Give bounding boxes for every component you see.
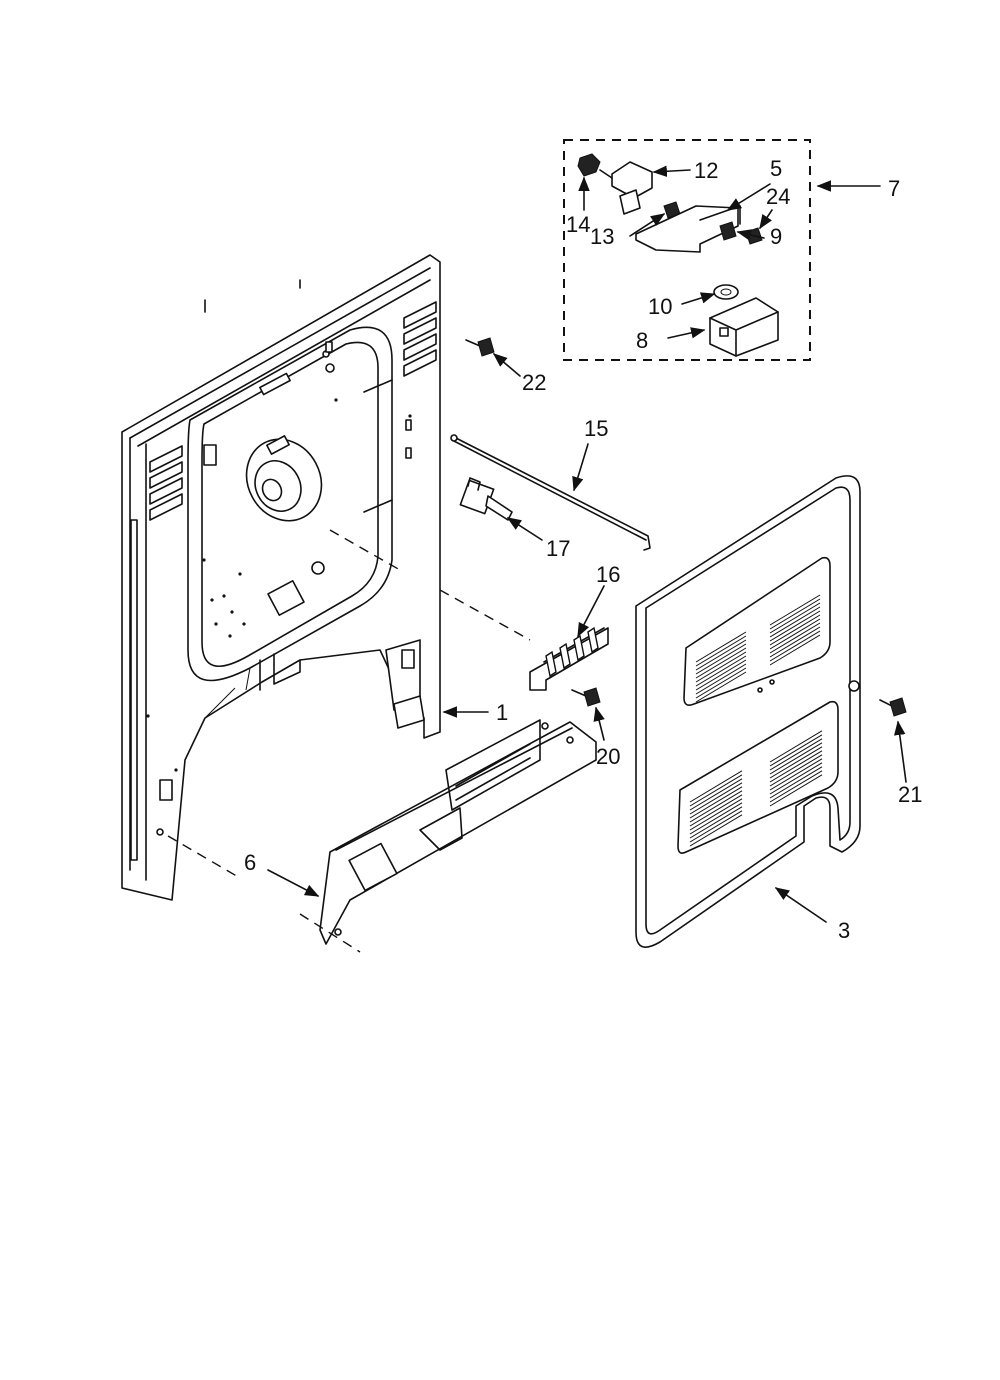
grille-slot [695, 663, 747, 695]
grille-slot [689, 810, 743, 843]
grille-slot [769, 610, 821, 642]
rear-panel-part-1 [121, 254, 441, 901]
grille-slot [769, 634, 821, 666]
callout-15: 15 [584, 416, 608, 441]
grille-slot [769, 626, 821, 658]
screw-part-20 [571, 687, 601, 707]
lower-vent-grille [677, 700, 839, 854]
grille-slot [695, 639, 747, 671]
grille-slot [689, 790, 743, 823]
callout-14: 14 [566, 212, 590, 237]
callout-1: 1 [496, 700, 508, 725]
callout-10: 10 [648, 294, 672, 319]
callout-8: 8 [636, 328, 648, 353]
callout-5: 5 [770, 156, 782, 181]
callout-9: 9 [770, 224, 782, 249]
grille-slot [769, 598, 821, 630]
callout-20: 20 [596, 744, 620, 769]
grille-slot [769, 606, 821, 638]
grille-slot [769, 730, 823, 763]
grille-slot [695, 671, 747, 703]
connector-part-17 [459, 477, 513, 521]
callout-13: 13 [590, 224, 614, 249]
grille-slot [769, 746, 823, 779]
callout-17: 17 [546, 536, 570, 561]
grille-slot [769, 602, 821, 634]
grommet-part-10 [713, 284, 739, 300]
callout-labels: 1 3 5 6 7 8 9 10 12 13 14 15 16 17 20 21… [244, 156, 922, 943]
grille-slot [689, 782, 743, 815]
housing-part-8 [709, 297, 779, 357]
grille-slot [769, 766, 823, 799]
terminal-block-part-16 [529, 626, 609, 691]
screw-part-22 [465, 337, 495, 357]
callout-22: 22 [522, 370, 546, 395]
upper-vent-grille [683, 556, 831, 706]
nut-part-14 [577, 153, 601, 177]
lower-bracket-part-6 [319, 719, 597, 945]
grille-slot [689, 798, 743, 831]
screw-part-21 [879, 697, 907, 717]
grille-slot [769, 758, 823, 791]
grille-slot [769, 750, 823, 783]
grille-slot [769, 738, 823, 771]
callout-24: 24 [766, 184, 790, 209]
grille-slot [689, 802, 743, 835]
grille-slot [689, 778, 743, 811]
leader-lines [267, 165, 907, 923]
grille-slot [769, 734, 823, 767]
grille-slot [689, 814, 743, 847]
grille-slot [689, 794, 743, 827]
right-louvers [403, 301, 437, 377]
igniter-part-12 [599, 161, 653, 215]
grille-slot [769, 774, 823, 807]
callout-6: 6 [244, 850, 256, 875]
grille-slot [695, 643, 747, 675]
grille-slot [769, 742, 823, 775]
grille-slot [695, 631, 747, 663]
rod-part-15 [450, 434, 651, 551]
grille-slot [769, 770, 823, 803]
grille-slot [769, 754, 823, 787]
kit-assembly-box-part-7 [563, 139, 811, 361]
grille-slot [689, 774, 743, 807]
screw-part-9 [719, 221, 737, 241]
grille-slot [695, 659, 747, 691]
callout-21: 21 [898, 782, 922, 807]
grille-slot [769, 594, 821, 626]
grille-slot [689, 786, 743, 819]
grille-slot [695, 651, 747, 683]
grille-slot [695, 667, 747, 699]
grille-slot [769, 622, 821, 654]
grille-slot [769, 630, 821, 662]
grille-slot [769, 614, 821, 646]
grille-slot [769, 618, 821, 650]
grille-slot [769, 762, 823, 795]
callout-3: 3 [838, 918, 850, 943]
grille-slot [689, 770, 743, 803]
grille-slot [695, 635, 747, 667]
left-louvers [149, 445, 183, 521]
callout-12: 12 [694, 158, 718, 183]
alignment-line-lower [167, 835, 361, 953]
grille-slot [689, 806, 743, 839]
callout-7: 7 [888, 176, 900, 201]
grille-slot [695, 647, 747, 679]
callout-16: 16 [596, 562, 620, 587]
grille-slot [695, 655, 747, 687]
access-cover-part-3 [635, 475, 861, 948]
alignment-line-center [329, 529, 531, 641]
